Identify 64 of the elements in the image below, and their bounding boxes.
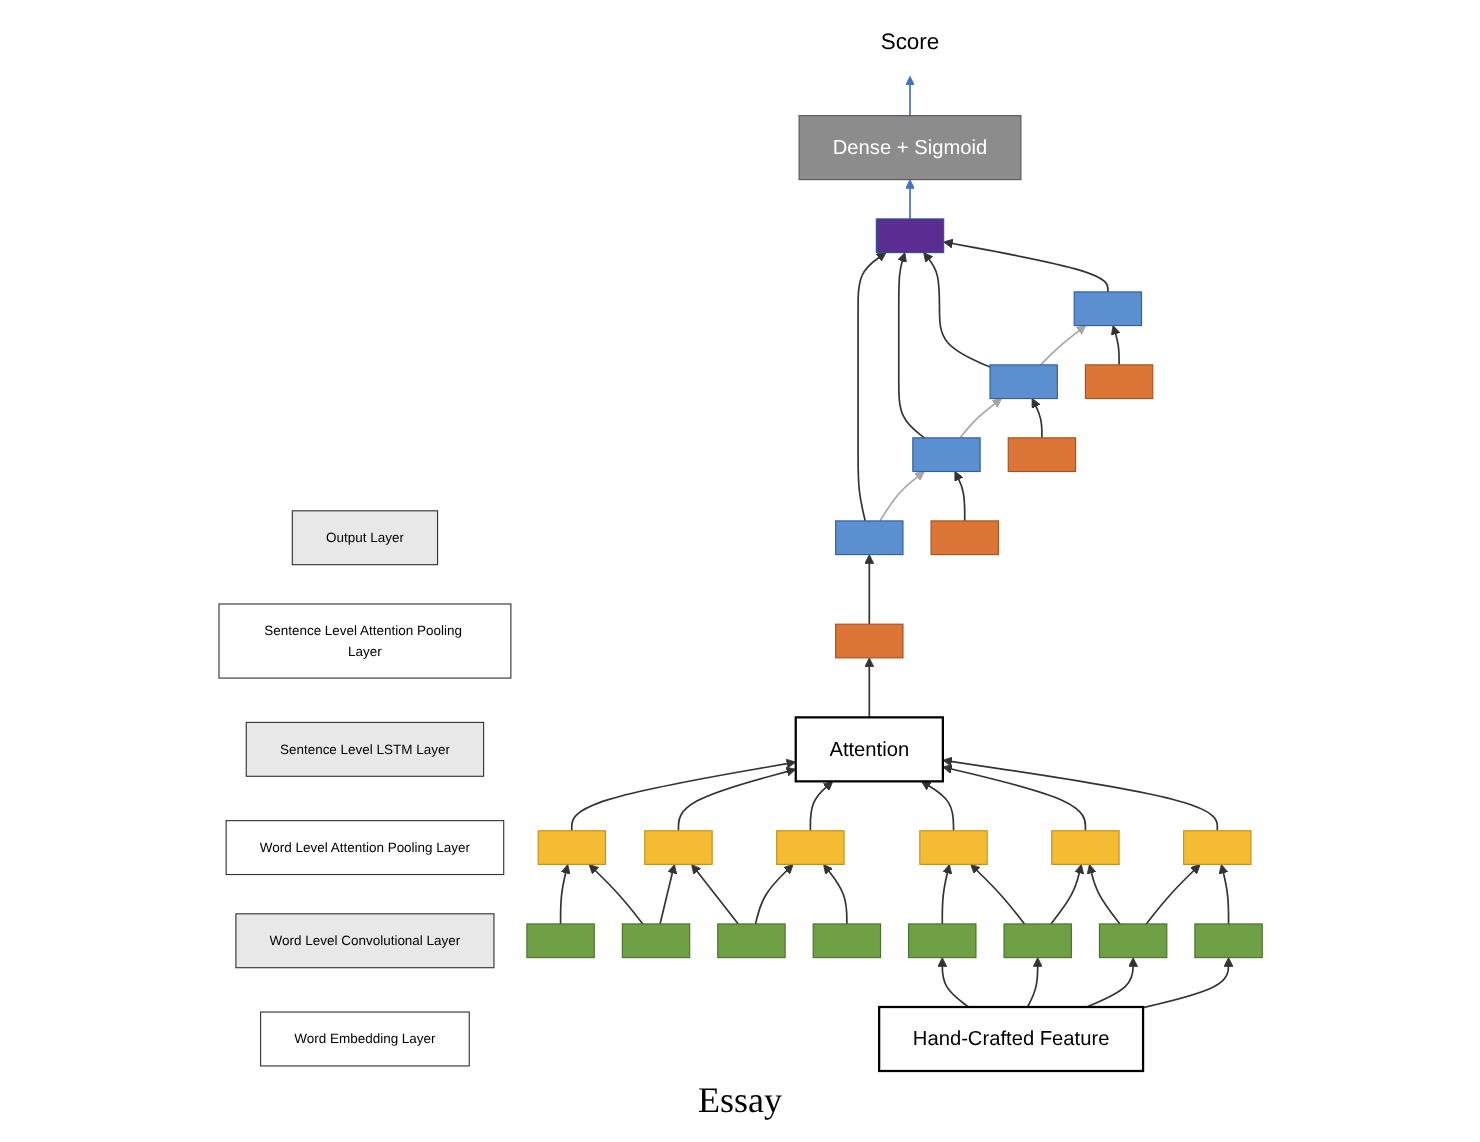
node-box <box>1050 830 1120 865</box>
node-box <box>1073 291 1142 327</box>
arrow <box>940 864 952 925</box>
arrow <box>754 864 793 925</box>
arrow <box>677 766 796 832</box>
arrow <box>904 75 915 117</box>
arrow <box>941 764 1086 832</box>
node-box <box>621 923 690 959</box>
node-box <box>875 218 944 254</box>
arrow <box>1110 325 1120 366</box>
arrow <box>1039 325 1086 366</box>
node-box <box>911 437 981 473</box>
node-box <box>929 520 999 556</box>
node-text: Score <box>880 30 939 56</box>
arrow <box>904 179 915 220</box>
arrow <box>863 657 874 719</box>
arrow <box>942 238 1109 293</box>
arrow <box>822 863 848 925</box>
node-box <box>525 923 595 959</box>
arrow <box>1085 957 1138 1008</box>
arrow <box>953 471 965 522</box>
node-box <box>1098 923 1167 959</box>
arrow <box>1218 864 1229 925</box>
arrow <box>920 780 954 832</box>
node-box <box>536 830 606 865</box>
arrow <box>1144 864 1200 925</box>
arrow <box>808 780 833 832</box>
arrow <box>941 756 1218 832</box>
arrow <box>958 398 1002 439</box>
arrow <box>878 471 925 522</box>
node-box <box>907 923 976 959</box>
arrow <box>588 864 644 925</box>
arrow <box>1049 864 1084 925</box>
node-box: Hand-Crafted Feature <box>877 1005 1144 1073</box>
group-caption: Essay <box>696 1080 784 1122</box>
arrow <box>559 864 570 925</box>
node-box <box>643 830 713 865</box>
node-box <box>918 830 988 865</box>
node-box <box>812 923 881 959</box>
arrow <box>658 864 677 925</box>
node-box <box>1193 923 1263 959</box>
arrow <box>896 252 925 439</box>
node-box <box>1084 364 1153 400</box>
arrow <box>936 957 969 1008</box>
node-box <box>1182 830 1251 865</box>
node-box <box>988 364 1058 400</box>
node-box: Dense + Sigmoid <box>797 115 1021 181</box>
arrow <box>1031 398 1043 439</box>
arrow <box>969 864 1025 925</box>
arrow <box>922 252 991 368</box>
node-box: Attention <box>794 716 944 783</box>
arrow <box>1086 864 1121 925</box>
arrow <box>856 252 886 522</box>
node-box <box>775 830 844 865</box>
arrow <box>690 863 739 925</box>
node-box <box>1007 437 1076 473</box>
arrow <box>1026 957 1042 1008</box>
node-box <box>834 623 903 659</box>
arrow <box>1141 957 1233 1009</box>
node-box <box>1002 923 1072 959</box>
node-box <box>716 923 786 959</box>
arrow <box>570 758 796 832</box>
node-box <box>834 520 903 556</box>
arrow <box>863 554 874 625</box>
